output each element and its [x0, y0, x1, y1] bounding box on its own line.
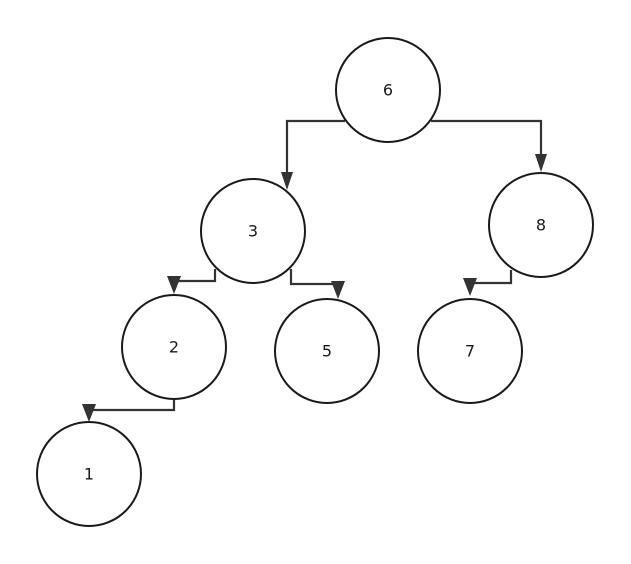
edge-3-to-2 — [167, 269, 217, 294]
nodes-group: 6 3 8 2 5 7 1 — [36, 37, 594, 527]
edge-3-to-5 — [289, 269, 345, 299]
node-label-2: 2 — [169, 338, 179, 357]
tree-node-3: 3 — [200, 178, 306, 284]
node-label-5: 5 — [322, 342, 332, 361]
node-label-6: 6 — [383, 81, 393, 100]
tree-node-7: 7 — [417, 298, 523, 404]
edge-6-to-8 — [431, 119, 547, 172]
edge-6-to-3 — [281, 119, 345, 190]
tree-node-5: 5 — [274, 298, 380, 404]
edge-2-to-1 — [82, 399, 176, 422]
tree-node-8: 8 — [488, 172, 594, 278]
node-label-8: 8 — [536, 216, 546, 235]
edge-8-to-7 — [463, 270, 513, 296]
tree-node-2: 2 — [121, 294, 227, 400]
tree-node-1: 1 — [36, 421, 142, 527]
tree-node-6: 6 — [335, 37, 441, 143]
node-label-1: 1 — [84, 465, 94, 484]
node-label-3: 3 — [248, 222, 258, 241]
edges-group — [82, 119, 547, 422]
node-label-7: 7 — [465, 342, 475, 361]
